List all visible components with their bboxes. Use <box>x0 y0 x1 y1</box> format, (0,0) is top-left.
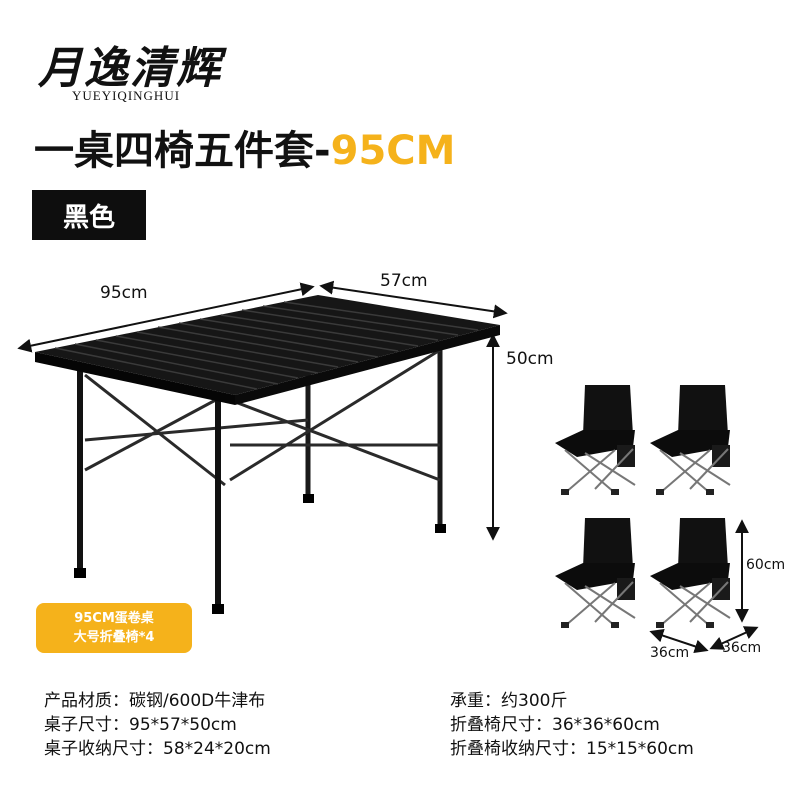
spec-chair-storage-size: 折叠椅收纳尺寸：15*15*60cm <box>450 739 694 759</box>
badge-line-1: 95CM蛋卷桌 <box>74 611 154 626</box>
color-tag: 黑色 <box>32 190 146 240</box>
folding-chair-4 <box>650 518 731 628</box>
table-length-arrow <box>17 282 315 353</box>
spec-table-storage-size: 桌子收纳尺寸：58*24*20cm <box>44 739 271 759</box>
bundle-badge: 95CM蛋卷桌 大号折叠椅*4 <box>36 603 192 653</box>
product-title: 一桌四椅五件套-95CM <box>34 118 455 176</box>
brand-logo: 月逸清辉 <box>38 43 222 94</box>
folding-table <box>35 295 500 614</box>
title-main: 一桌四椅五件套- <box>34 128 331 174</box>
title-size: 95CM <box>330 128 456 174</box>
brand-latin: YUEYIQINGHUI <box>72 88 181 103</box>
folding-chair-3 <box>555 518 636 628</box>
badge-line-2: 大号折叠椅*4 <box>73 630 155 645</box>
spec-table-size: 桌子尺寸：95*57*50cm <box>44 715 237 735</box>
spec-chair-size: 折叠椅尺寸：36*36*60cm <box>450 715 660 735</box>
table-width-arrow <box>319 280 508 319</box>
folding-chair-2 <box>650 385 731 495</box>
spec-load: 承重：约300斤 <box>450 691 568 711</box>
chair-width-arrow <box>649 628 709 654</box>
chair-height-label: 60cm <box>746 557 786 573</box>
chair-depth-arrow <box>709 626 759 650</box>
spec-material: 产品材质：碳钢/600D牛津布 <box>44 691 266 711</box>
specs-left: 产品材质：碳钢/600D牛津布 桌子尺寸：95*57*50cm 桌子收纳尺寸：5… <box>44 689 271 761</box>
folding-chair-1 <box>555 385 636 495</box>
table-height-label: 50cm <box>506 349 554 369</box>
specs-right: 承重：约300斤 折叠椅尺寸：36*36*60cm 折叠椅收纳尺寸：15*15*… <box>450 689 694 761</box>
